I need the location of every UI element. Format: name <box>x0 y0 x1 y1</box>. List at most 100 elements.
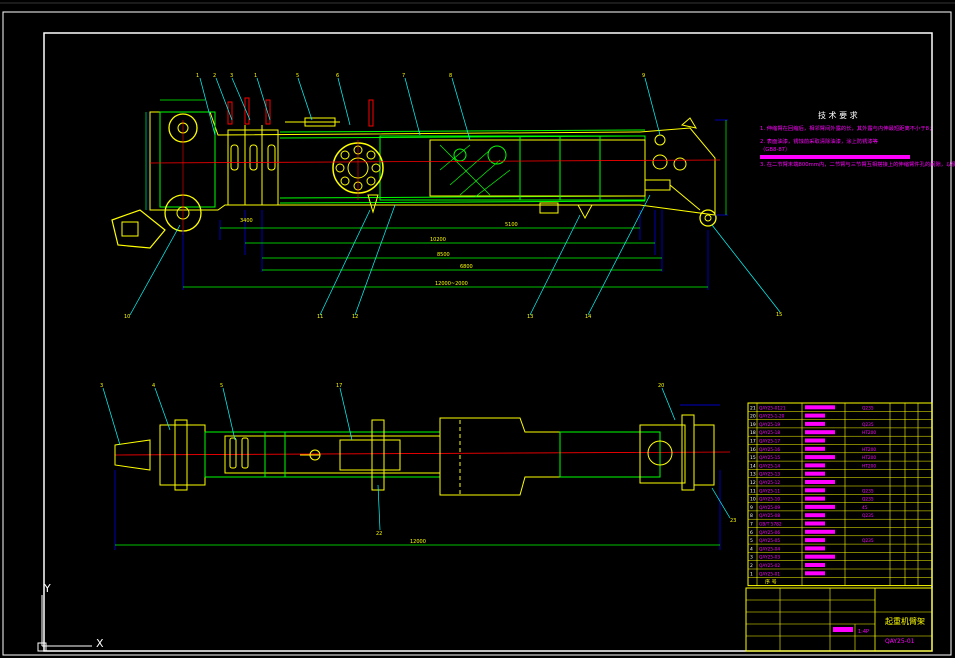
boom-base-frame <box>159 111 216 208</box>
balloon-bottom: 3 <box>100 383 103 389</box>
balloon-top: 8 <box>449 73 452 79</box>
parts-row-name <box>805 455 835 460</box>
parts-row-name <box>805 563 825 567</box>
balloon-top: 1 <box>196 73 199 79</box>
dim-ext-lines-top <box>147 112 728 290</box>
parts-row-code: QAY25-15 <box>759 455 780 461</box>
parts-row-no: 3 <box>750 555 753 561</box>
top-view-boom[interactable] <box>111 77 781 316</box>
balloon-bottom: 23 <box>730 518 736 524</box>
parts-row-name <box>805 504 835 509</box>
parts-row-no: 5 <box>750 538 753 544</box>
tech-requirements: 技 术 要 求 1. 伸缩臂在回缩后，相邻臂间外露的长，其外露与内伸最短距离不小… <box>760 110 955 168</box>
parts-row-no: 8 <box>750 513 753 519</box>
parts-row-code: QAY25-13 <box>759 472 780 478</box>
boom-section-3 <box>429 139 646 197</box>
boom-section-2 <box>379 135 646 201</box>
balloon-bottom: 4 <box>152 383 155 389</box>
parts-row-material: Q235 <box>862 513 874 519</box>
parts-row-name <box>805 496 825 501</box>
parts-row-name <box>805 430 835 435</box>
svg-text:1. 伸缩臂在回缩后，相邻臂间外露的长，其外露与内伸最短距离: 1. 伸缩臂在回缩后，相邻臂间外露的长，其外露与内伸最短距离不小于8； <box>760 124 934 132</box>
parts-row-name <box>805 446 825 451</box>
balloon-bottom: 20 <box>658 383 664 389</box>
balloon-bottom: 5 <box>220 383 223 389</box>
parts-row-material: Q235 <box>862 538 874 544</box>
parts-row-code: QAY25-1-20 <box>759 414 785 420</box>
parts-row-name <box>805 413 825 418</box>
parts-row-no: 12 <box>750 480 756 486</box>
svg-text:2. 表面油漆，锈蚀前采取清除油漆，涂上防锈漆等: 2. 表面油漆，锈蚀前采取清除油漆，涂上防锈漆等 <box>760 137 879 145</box>
balloon-top: 9 <box>642 73 645 79</box>
hatch-region <box>439 144 511 198</box>
parts-row-material: Q235 <box>862 497 874 503</box>
parts-row-no: 21 <box>750 405 756 411</box>
parts-footer-label: 序 号 <box>765 579 777 586</box>
parts-row-no: 1 <box>750 571 753 577</box>
parts-row-name <box>805 554 835 559</box>
parts-row-no: 19 <box>750 422 756 428</box>
parts-row-name <box>805 405 835 410</box>
parts-row-name <box>805 480 835 484</box>
plan-head <box>639 424 686 484</box>
ucs-y-label: Y <box>43 582 51 595</box>
parts-row-name <box>805 488 825 493</box>
parts-row-no: 13 <box>750 472 756 478</box>
balloon-top: 2 <box>213 73 216 79</box>
parts-row-name <box>805 421 825 426</box>
balloon-bottom: 17 <box>336 383 342 389</box>
parts-row-no: 9 <box>750 505 753 511</box>
parts-row-no: 10 <box>750 497 756 503</box>
balloon-top: 5 <box>296 73 299 79</box>
parts-row-material: HT200 <box>862 463 876 469</box>
dim-text-bottom: 12000 <box>410 539 426 545</box>
parts-row-code: GB/T 5782 <box>759 522 782 528</box>
tech-req-title: 技 术 要 求 <box>818 110 858 120</box>
sheet-outer-border <box>2 11 952 656</box>
parts-row-name <box>805 529 835 534</box>
boom-upper-chord <box>279 129 646 133</box>
boom-base-outline <box>149 111 716 216</box>
parts-row-code: QAY25-11 <box>759 488 780 494</box>
svg-text:（GB8-87）: （GB8-87） <box>760 146 790 153</box>
parts-row-material: Q235 <box>862 488 874 494</box>
parts-row-name <box>805 571 825 576</box>
drawing-name: 起重机臂架 <box>885 616 925 626</box>
dim-text-top: 5100 <box>505 222 518 228</box>
drawing-code: QAY25-01 <box>885 638 915 645</box>
parts-row-no: 17 <box>750 439 756 445</box>
parts-row-no: 20 <box>750 414 756 420</box>
parts-row-code: QAY25-16 <box>759 447 780 453</box>
balloon-top: 15 <box>776 312 782 318</box>
centerline-bottom <box>114 451 731 456</box>
balloon-top: 12 <box>352 314 358 320</box>
parts-row-code: QAY25-14 <box>759 463 780 469</box>
dim-text-top: 3400 <box>240 218 253 224</box>
parts-row-code: QAY25-0121 <box>759 405 786 411</box>
parts-row-material: HT200 <box>862 447 876 453</box>
ucs-icon[interactable]: Y X <box>37 582 104 652</box>
parts-row-material: HT200 <box>862 430 876 436</box>
parts-row-no: 4 <box>750 546 753 552</box>
parts-row-code: QAY25-17 <box>759 439 780 445</box>
parts-row-name <box>805 463 825 468</box>
balloon-top: 1 <box>254 73 257 79</box>
leaders-top <box>129 77 781 316</box>
balloon-top: 3 <box>230 73 233 79</box>
parts-row-name <box>805 521 825 526</box>
balloon-top: 7 <box>402 73 405 79</box>
leaders-bottom <box>102 387 731 531</box>
parts-row-no: 6 <box>750 530 753 536</box>
bottom-view-boom[interactable] <box>102 387 731 550</box>
parts-row-code: QAY25-19 <box>759 422 780 428</box>
balloon-top: 10 <box>124 314 130 320</box>
dim-lines-top <box>145 99 727 288</box>
parts-row-material: Q235 <box>862 422 874 428</box>
top-pins <box>227 97 374 127</box>
balloon-top: 13 <box>527 314 533 320</box>
parts-row-code: QAY25-06 <box>759 530 780 536</box>
